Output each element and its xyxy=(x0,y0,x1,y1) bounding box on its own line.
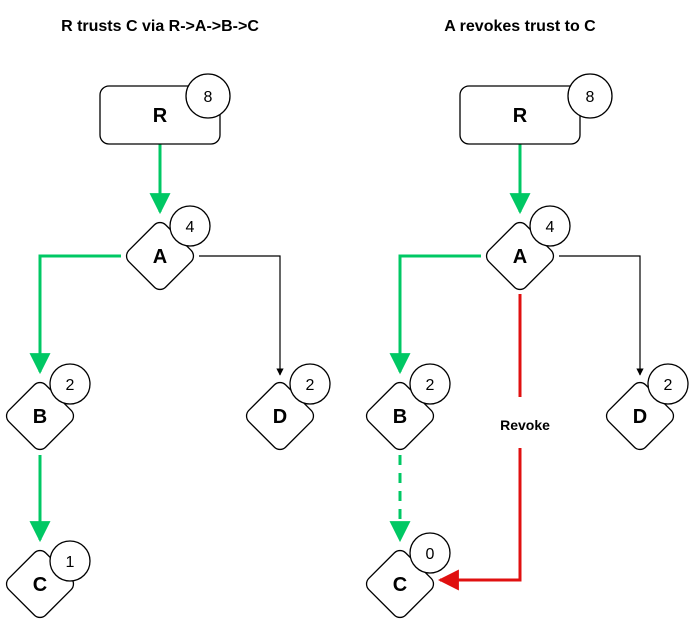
left-node-a: A 4 xyxy=(125,205,211,291)
left-node-c-label: C xyxy=(33,574,47,596)
left-node-d: D 2 xyxy=(245,363,331,451)
revoke-label: Revoke xyxy=(500,417,550,433)
left-node-d-badge xyxy=(289,363,331,405)
left-node-r-badge xyxy=(185,73,231,119)
right-diagram-title: A revokes trust to C xyxy=(444,18,596,35)
right-node-d-label: D xyxy=(633,406,647,428)
right-node-a-badge-value: 4 xyxy=(546,219,555,236)
left-node-c-badge-value: 1 xyxy=(66,554,75,571)
left-node-r: R 8 xyxy=(99,73,231,145)
right-node-c-label: C xyxy=(393,574,407,596)
left-node-b: B 2 xyxy=(5,363,91,451)
right-node-b-badge-value: 2 xyxy=(426,377,435,394)
right-diagram: Revoke R 8 A 4 B 2 D 2 xyxy=(365,73,689,619)
right-node-b-label: B xyxy=(393,406,407,428)
left-node-r-label: R xyxy=(153,105,168,127)
right-edge-a-to-b xyxy=(389,254,481,375)
left-diagram-title: R trusts C via R->A->B->C xyxy=(61,18,259,35)
left-node-c: C 1 xyxy=(5,540,91,619)
right-node-c-badge xyxy=(409,532,451,574)
left-node-b-badge-value: 2 xyxy=(66,377,75,394)
right-node-r-badge-value: 8 xyxy=(586,89,595,106)
right-node-r: R 8 xyxy=(459,73,613,145)
left-node-a-badge xyxy=(169,205,211,247)
right-node-d-badge xyxy=(647,363,689,405)
right-edge-a-to-d xyxy=(559,255,644,376)
right-revoke-edge-lower xyxy=(437,448,522,591)
right-node-d: D 2 xyxy=(605,363,689,451)
left-node-b-badge xyxy=(49,363,91,405)
right-node-b-badge xyxy=(409,363,451,405)
right-node-r-label: R xyxy=(513,105,528,127)
right-node-c: C 0 xyxy=(365,532,451,619)
left-node-r-badge-value: 8 xyxy=(204,89,213,106)
left-node-a-label: A xyxy=(153,246,167,268)
right-node-a: A 4 xyxy=(485,205,571,291)
left-edge-a-to-d xyxy=(199,255,284,376)
right-node-a-label: A xyxy=(513,246,527,268)
right-node-a-badge xyxy=(529,205,571,247)
right-node-d-badge-value: 2 xyxy=(664,377,673,394)
right-node-c-badge-value: 0 xyxy=(426,546,435,563)
left-diagram: R 8 A 4 B 2 D 2 C 1 xyxy=(5,73,331,619)
right-node-r-badge xyxy=(567,73,613,119)
left-node-a-badge-value: 4 xyxy=(186,219,195,236)
left-node-d-label: D xyxy=(273,406,287,428)
left-node-d-badge-value: 2 xyxy=(306,377,315,394)
left-node-c-badge xyxy=(49,540,91,582)
left-node-b-label: B xyxy=(33,406,47,428)
right-node-b: B 2 xyxy=(365,363,451,451)
left-edge-a-to-b xyxy=(29,254,121,375)
